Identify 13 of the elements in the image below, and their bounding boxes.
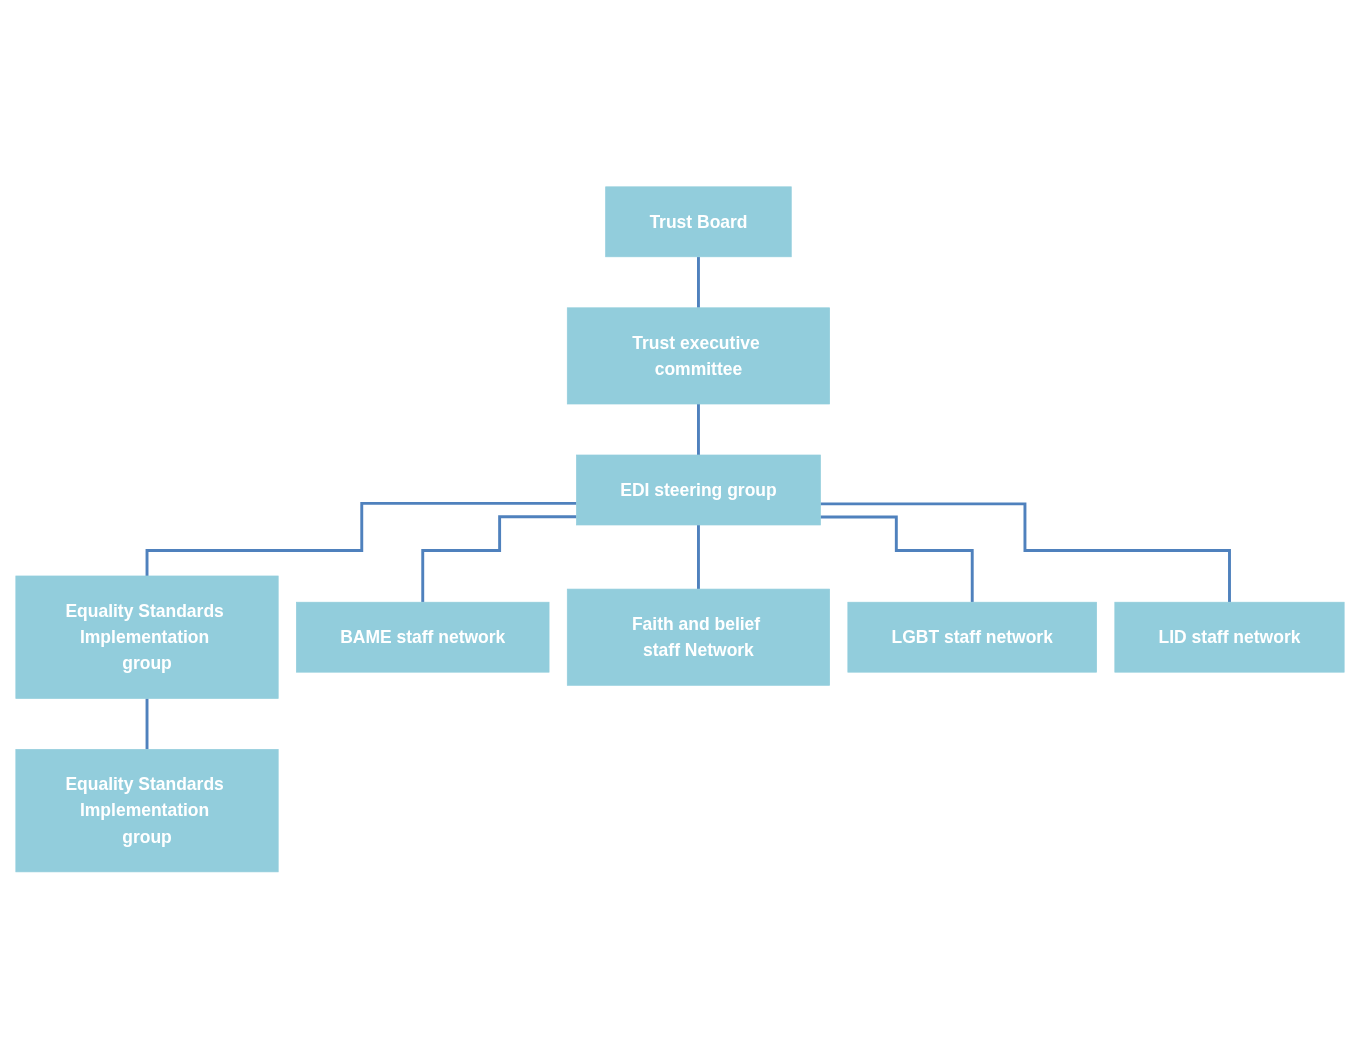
- connector: [819, 515, 974, 604]
- node-box: BAME staff network: [295, 602, 549, 673]
- connector: [420, 515, 576, 604]
- node-box: Trust executive committee: [566, 307, 830, 405]
- node-box: Faith and belief staff Network: [566, 588, 830, 686]
- node-box: LID staff network: [1113, 602, 1345, 673]
- node-box: EDI steering group: [575, 454, 821, 526]
- connector: [145, 502, 576, 578]
- node-box: LGBT staff network: [847, 602, 1097, 673]
- node-box: Equality Standards Implementation group: [14, 575, 279, 699]
- connector: [819, 502, 1231, 604]
- node-box: Trust Board: [604, 186, 792, 258]
- node-box: Equality Standards Implementation group: [14, 749, 279, 873]
